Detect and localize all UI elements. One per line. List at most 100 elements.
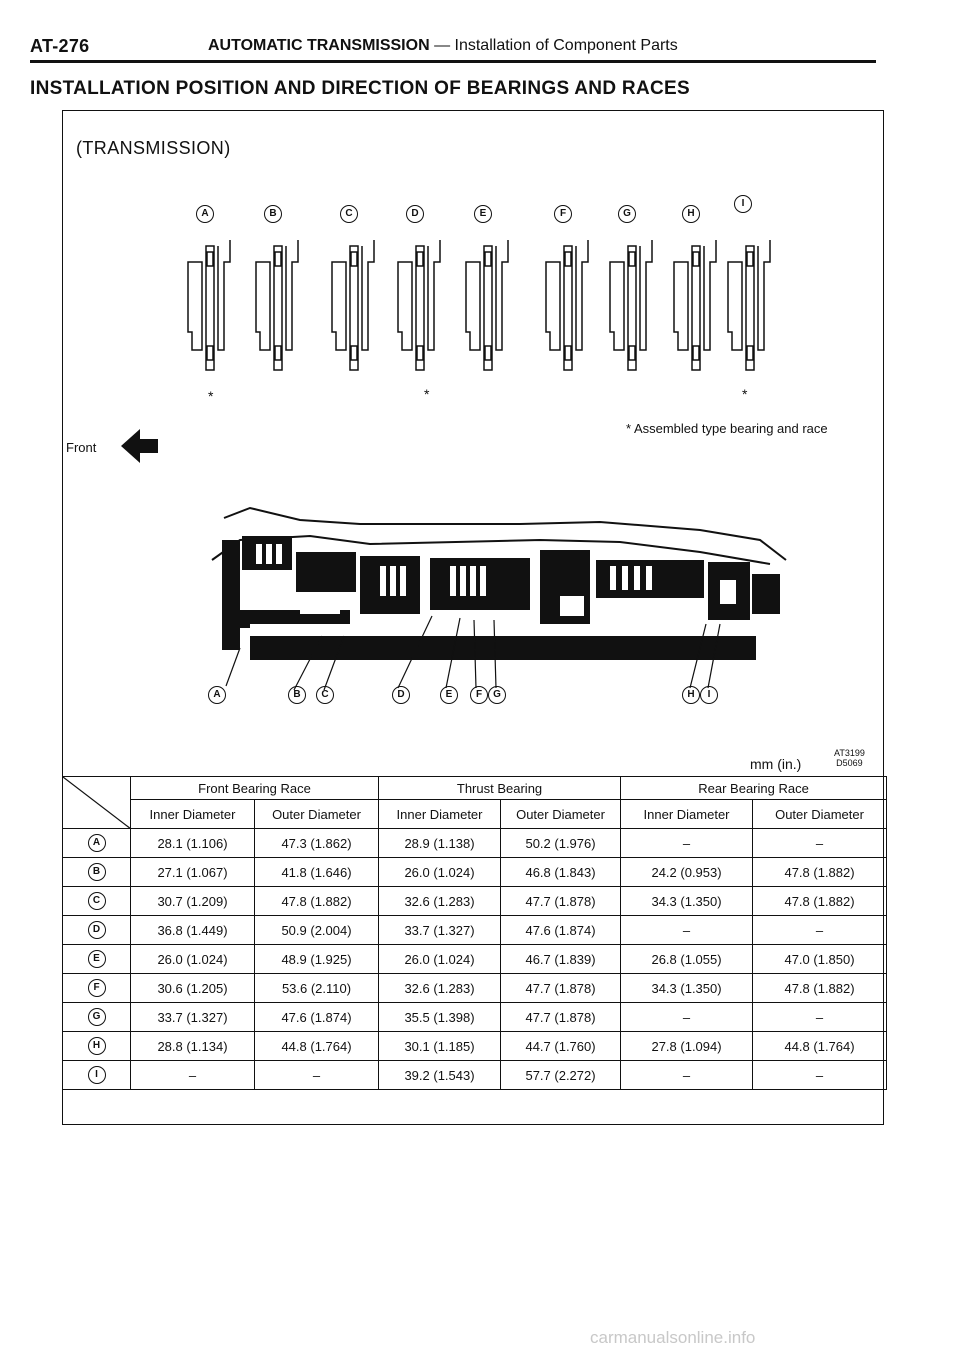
table-cell: 28.9 (1.138): [378, 828, 502, 858]
row-label-cell: E: [62, 944, 131, 974]
bearing-label-h: H: [682, 205, 700, 223]
row-label-d: D: [87, 921, 106, 939]
table-cell: –: [752, 828, 888, 858]
table-cell: 36.8 (1.449): [130, 915, 255, 945]
group-header-rear-race: Rear Bearing Race: [620, 776, 888, 800]
figure-frame: [62, 110, 884, 1125]
bearing-drawing-d: [397, 240, 441, 371]
table-cell: –: [752, 1060, 888, 1090]
table-cell: –: [253, 1060, 380, 1090]
section-title-rest: — Installation of Component Parts: [429, 37, 678, 54]
table-cell: 30.1 (1.185): [378, 1031, 502, 1061]
table-cell: 47.7 (1.878): [500, 886, 622, 916]
table-cell: 39.2 (1.543): [378, 1060, 502, 1090]
table-cell: 33.7 (1.327): [130, 1002, 255, 1032]
table-cell: 47.7 (1.878): [500, 973, 622, 1003]
corner-diagonal: [63, 777, 131, 829]
table-cell: 44.8 (1.764): [752, 1031, 888, 1061]
frame-top-rule: [62, 110, 884, 111]
table-cell: 27.1 (1.067): [130, 857, 255, 887]
row-label-c: C: [87, 892, 106, 910]
assembled-marker: *: [208, 388, 214, 404]
row-label-g: G: [87, 1008, 106, 1026]
row-label-cell: A: [62, 828, 131, 858]
bearing-drawing-c: [331, 240, 375, 371]
table-cell: 28.8 (1.134): [130, 1031, 255, 1061]
bearing-spec-table: Front Bearing Race Thrust Bearing Rear B…: [62, 776, 888, 1090]
row-label-b: B: [87, 863, 106, 881]
table-cell: 32.6 (1.283): [378, 886, 502, 916]
table-cell: 26.8 (1.055): [620, 944, 754, 974]
table-cell: 47.8 (1.882): [752, 857, 888, 887]
bearing-label-g: G: [618, 205, 636, 223]
col-header: Inner Diameter: [130, 799, 255, 829]
bearing-label-a: A: [196, 205, 214, 223]
table-cell: 44.8 (1.764): [253, 1031, 380, 1061]
table-cell: 30.7 (1.209): [130, 886, 255, 916]
callout-label-c: C: [316, 686, 334, 704]
page-number: AT-276: [30, 36, 90, 56]
row-label-f: F: [87, 979, 106, 997]
table-cell: 34.3 (1.350): [620, 886, 754, 916]
table-cell: 47.6 (1.874): [253, 1002, 380, 1032]
bearing-label-e: E: [474, 205, 492, 223]
callout-label-h: H: [682, 686, 700, 704]
table-cell: 46.7 (1.839): [500, 944, 622, 974]
table-cell: 26.0 (1.024): [378, 857, 502, 887]
bearing-drawing-h: [673, 240, 717, 371]
table-cell: –: [752, 915, 888, 945]
bearing-label-c: C: [340, 205, 358, 223]
row-label-cell: B: [62, 857, 131, 887]
table-corner-cell: [62, 776, 131, 829]
bearing-drawing-a: [187, 240, 231, 371]
callout-label-d: D: [392, 686, 410, 704]
assembled-marker: *: [424, 386, 430, 402]
table-cell: 30.6 (1.205): [130, 973, 255, 1003]
bearing-label-d: D: [406, 205, 424, 223]
callout-label-b: B: [288, 686, 306, 704]
page-title: INSTALLATION POSITION AND DIRECTION OF B…: [30, 78, 690, 99]
table-cell: 47.8 (1.882): [752, 886, 888, 916]
row-label-cell: F: [62, 973, 131, 1003]
table-cell: –: [620, 1060, 754, 1090]
col-header: Outer Diameter: [752, 799, 888, 829]
callout-label-g: G: [488, 686, 506, 704]
unit-label: mm (in.): [750, 756, 802, 772]
table-cell: –: [620, 1002, 754, 1032]
table-cell: 32.6 (1.283): [378, 973, 502, 1003]
watermark: carmanualsonline.info: [590, 1328, 756, 1347]
col-header: Outer Diameter: [253, 799, 380, 829]
bearing-drawing-i: [727, 240, 771, 371]
table-cell: 47.8 (1.882): [253, 886, 380, 916]
bearing-label-b: B: [264, 205, 282, 223]
figure-subtitle: (TRANSMISSION): [76, 138, 231, 158]
callout-label-i: I: [700, 686, 718, 704]
row-label-cell: G: [62, 1002, 131, 1032]
table-cell: 35.5 (1.398): [378, 1002, 502, 1032]
table-cell: 28.1 (1.106): [130, 828, 255, 858]
table-row: I––39.2 (1.543)57.7 (2.272)––: [62, 1060, 888, 1090]
transmission-cross-section: [211, 506, 787, 691]
row-label-cell: D: [62, 915, 131, 945]
front-label: Front: [66, 440, 97, 455]
callout-label-e: E: [440, 686, 458, 704]
assembled-marker: *: [742, 386, 748, 402]
table-cell: –: [130, 1060, 255, 1090]
bearing-drawing-g: [609, 240, 653, 371]
table-cell: 57.7 (2.272): [500, 1060, 622, 1090]
table-cell: 26.0 (1.024): [378, 944, 502, 974]
table-cell: 46.8 (1.843): [500, 857, 622, 887]
bearing-drawing-f: [545, 240, 589, 371]
figure-code-1: AT3199: [834, 748, 865, 758]
table-cell: 44.7 (1.760): [500, 1031, 622, 1061]
row-label-a: A: [87, 834, 106, 852]
